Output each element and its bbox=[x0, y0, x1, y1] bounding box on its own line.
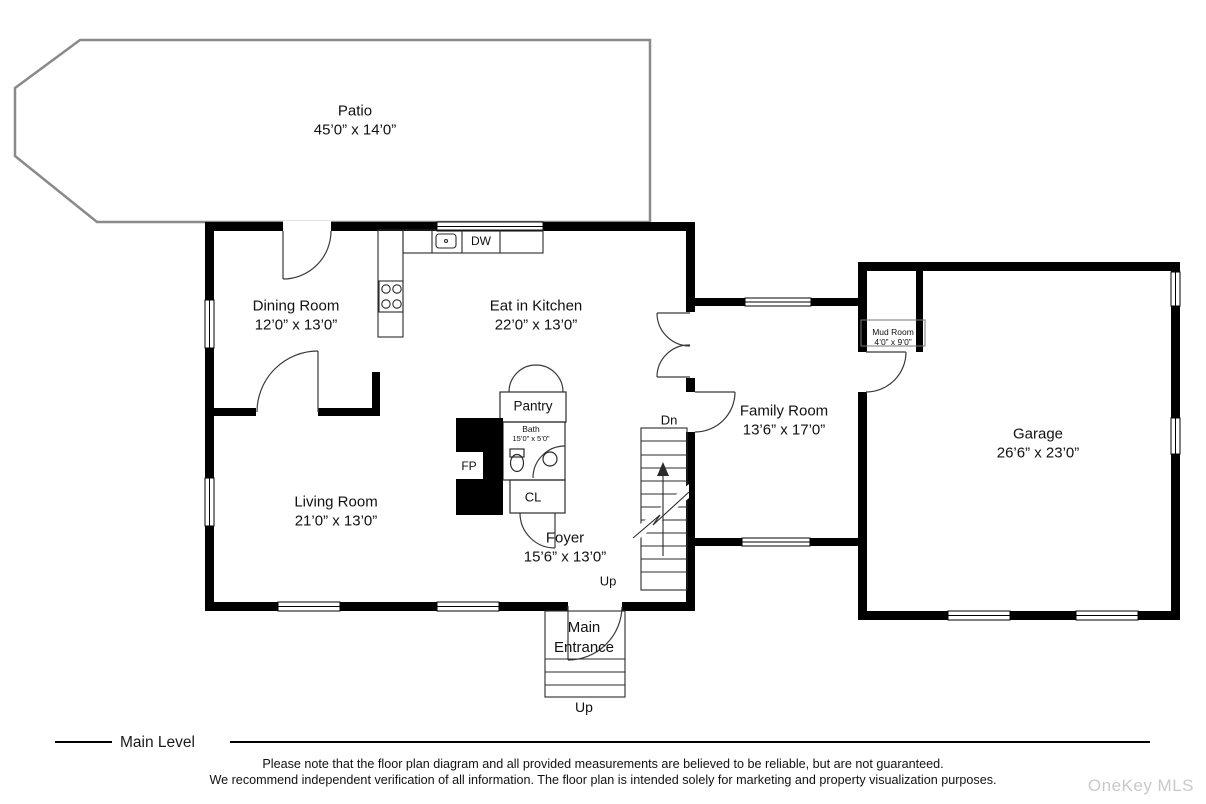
stairs bbox=[632, 427, 690, 591]
kitchen-dims: 22’0” x 13’0” bbox=[494, 316, 578, 333]
window-family-bottom bbox=[741, 537, 811, 547]
family-room-dims: 13’6” x 17’0” bbox=[742, 421, 826, 438]
dining-living-door bbox=[256, 350, 319, 413]
garage-name: Garage bbox=[1012, 425, 1064, 443]
pantry-label: Pantry bbox=[513, 398, 553, 414]
entrance-steps bbox=[544, 610, 626, 698]
window-dining-left bbox=[204, 299, 215, 349]
foyer-name: Foyer bbox=[545, 529, 585, 547]
closet-door bbox=[519, 512, 556, 549]
stairs-down-label: Dn bbox=[660, 412, 678, 428]
patio-dims: 45’0” x 14’0” bbox=[313, 121, 397, 138]
foyer-family-door bbox=[694, 391, 736, 433]
stove-icon bbox=[378, 280, 404, 313]
main-entrance-line1: Main bbox=[567, 619, 601, 636]
disclaimer-line2: We recommend independent verification of… bbox=[209, 773, 997, 787]
mud-room-name: Mud Room bbox=[872, 327, 914, 337]
window-living-left bbox=[204, 477, 215, 527]
sink-icon bbox=[435, 233, 457, 249]
dining-room-dims: 12’0” x 13’0” bbox=[254, 316, 338, 333]
door-arcs bbox=[256, 230, 907, 661]
window-garage-bottom-1 bbox=[947, 610, 1011, 621]
bath-name: Bath bbox=[522, 424, 540, 434]
dining-room-label: Dining Room 12’0” x 13’0” bbox=[253, 298, 340, 335]
kitchen-name: Eat in Kitchen bbox=[489, 297, 583, 315]
windows bbox=[204, 221, 1181, 621]
garage-label: Garage 26’6” x 23’0” bbox=[997, 426, 1080, 463]
closet-label: CL bbox=[524, 489, 542, 505]
kitchen-label: Eat in Kitchen 22’0” x 13’0” bbox=[490, 298, 583, 335]
window-garage-bottom-2 bbox=[1075, 610, 1139, 621]
window-garage-right-1 bbox=[1170, 271, 1181, 307]
family-room-name: Family Room bbox=[739, 402, 829, 420]
stair-break bbox=[633, 484, 689, 544]
mud-room-door bbox=[865, 351, 907, 393]
mud-room-label-box bbox=[860, 319, 926, 347]
toilet-icon bbox=[509, 448, 525, 473]
pantry-door bbox=[508, 364, 564, 393]
bath-dims: 15’0” x 5’0” bbox=[512, 434, 550, 443]
fireplace bbox=[456, 418, 503, 515]
stairs-up-label: Up bbox=[599, 573, 617, 589]
level-label: Main Level bbox=[120, 734, 195, 751]
living-room-name: Living Room bbox=[294, 493, 378, 511]
living-room-dims: 21’0” x 13’0” bbox=[294, 512, 378, 529]
window-garage-right-2 bbox=[1170, 417, 1181, 455]
main-entrance-line2: Entrance bbox=[553, 639, 615, 656]
patio-outline bbox=[13, 38, 652, 224]
bath-door bbox=[532, 445, 566, 479]
core-rooms bbox=[499, 391, 567, 514]
mud-room-label: Mud Room 4’0” x 9’0” bbox=[872, 327, 914, 347]
entrance-up-label: Up bbox=[575, 699, 593, 715]
patio-name: Patio bbox=[337, 102, 373, 120]
bath-sink-icon bbox=[542, 451, 558, 467]
closet-outline bbox=[509, 479, 566, 514]
window-living-bottom-1 bbox=[277, 601, 341, 612]
living-room-label: Living Room 21’0” x 13’0” bbox=[294, 494, 377, 531]
patio-door bbox=[282, 230, 332, 280]
window-family-top bbox=[744, 297, 812, 307]
patio-label: Patio 45’0” x 14’0” bbox=[314, 103, 397, 140]
mud-room-dims: 4’0” x 9’0” bbox=[874, 337, 912, 347]
garage-dims: 26’6” x 23’0” bbox=[996, 444, 1080, 461]
window-kitchen-top bbox=[436, 221, 544, 232]
foyer-label: Foyer 15’6” x 13’0” bbox=[524, 530, 607, 567]
fireplace-label: FP bbox=[461, 459, 477, 473]
counter-side bbox=[377, 229, 404, 338]
disclaimer-line1: Please note that the floor plan diagram … bbox=[262, 757, 944, 771]
window-living-bottom-2 bbox=[436, 601, 500, 612]
family-room-label: Family Room 13’6” x 17’0” bbox=[740, 403, 828, 440]
main-entrance-label: Main Entrance bbox=[554, 618, 614, 658]
foyer-dims: 15’6” x 13’0” bbox=[523, 548, 607, 565]
watermark: OneKey MLS bbox=[1087, 776, 1194, 795]
kitchen-family-double-door bbox=[656, 312, 691, 378]
dishwasher-label: DW bbox=[471, 234, 491, 248]
kitchen-fixtures bbox=[377, 229, 544, 338]
bath-label: Bath 15’0” x 5’0” bbox=[512, 424, 550, 444]
dining-room-name: Dining Room bbox=[252, 297, 340, 315]
door-openings bbox=[256, 221, 868, 612]
